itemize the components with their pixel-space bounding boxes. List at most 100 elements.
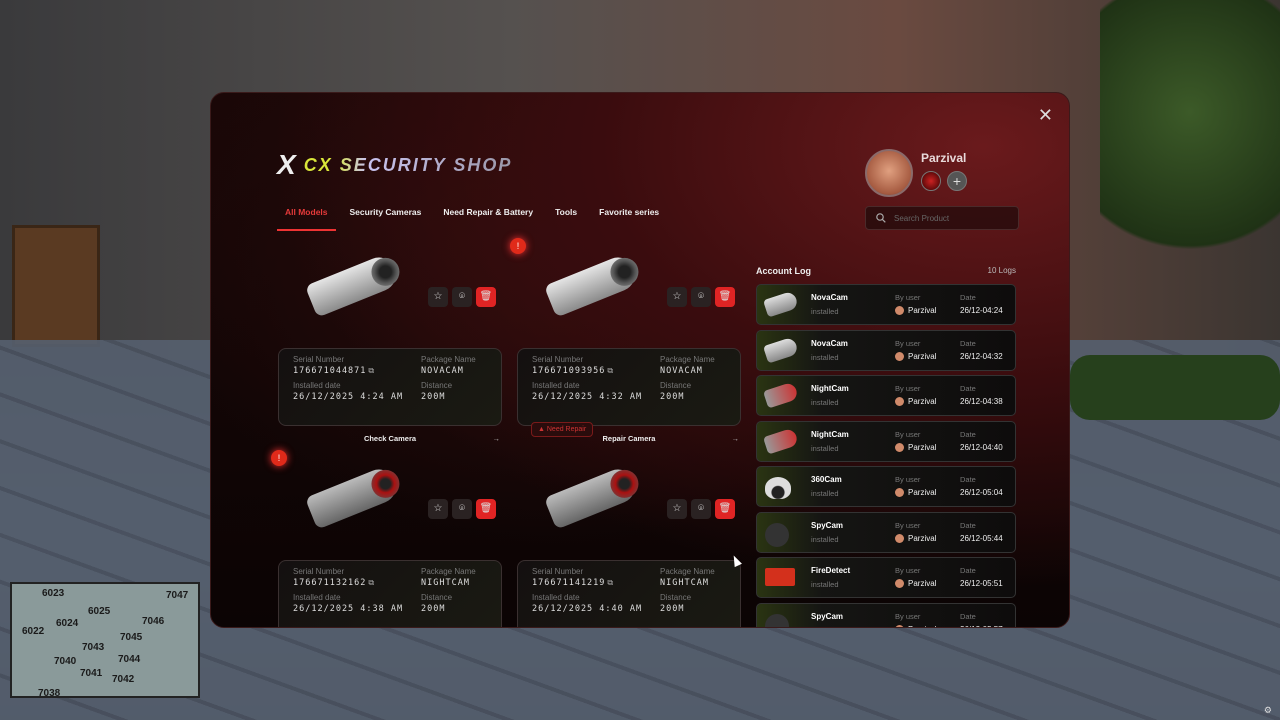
date-label: Date xyxy=(960,520,976,530)
log-row[interactable]: SpyCam installed By user Parzival Date 2… xyxy=(756,602,1016,628)
tab-tools[interactable]: Tools xyxy=(555,207,578,217)
minimap: 6023 6025 6024 6022 7047 7046 7045 7043 … xyxy=(10,582,200,698)
log-row[interactable]: NovaCam installed By user Parzival Date … xyxy=(756,284,1016,325)
map-label: 7047 xyxy=(166,590,189,601)
map-label: 6023 xyxy=(42,588,65,599)
tab-security-cameras[interactable]: Security Cameras xyxy=(349,207,422,217)
distance-value: 200M xyxy=(421,392,446,402)
log-date: 26/12-05:57 xyxy=(960,625,1003,628)
delete-trash-icon[interactable]: 🗑 xyxy=(476,499,496,519)
account-log-list[interactable]: NovaCam installed By user Parzival Date … xyxy=(756,284,1016,628)
log-user-name: Parzival xyxy=(908,442,937,452)
log-user-name: Parzival xyxy=(908,397,937,406)
watermark: ⚙ xyxy=(1263,705,1272,715)
log-row[interactable]: NovaCam installed By user Parzival Date … xyxy=(756,329,1016,371)
user-avatar-icon xyxy=(895,397,904,406)
search-icon xyxy=(876,213,886,223)
log-row[interactable]: NightCam installed By user Parzival Date… xyxy=(756,375,1016,416)
tab-need-repair-battery[interactable]: Need Repair & Battery xyxy=(443,207,534,217)
logo-mark: X xyxy=(277,149,296,180)
by-user-label: By user xyxy=(895,611,921,621)
device-name: FireDetect xyxy=(811,566,851,575)
log-date: 26/12-05:04 xyxy=(960,488,1003,497)
copy-icon[interactable]: ⧉ xyxy=(368,578,376,587)
action-label: Repair Camera xyxy=(602,434,656,443)
add-user-button[interactable]: + xyxy=(947,171,967,191)
map-label: 7041 xyxy=(80,668,103,679)
search-box xyxy=(865,206,1019,230)
copy-icon[interactable]: ⧉ xyxy=(607,366,615,375)
delete-trash-icon[interactable]: 🗑 xyxy=(476,287,496,307)
account-log-title: Account Log xyxy=(756,266,811,276)
tab-favorite-series[interactable]: Favorite series xyxy=(599,207,660,217)
location-pin-icon[interactable]: ⌾ xyxy=(691,499,711,519)
log-status: installed xyxy=(811,307,839,316)
favorite-star-icon[interactable]: ☆ xyxy=(667,287,687,307)
distance-label: Distance xyxy=(421,381,453,390)
log-date: 26/12-04:32 xyxy=(960,351,1003,361)
log-status: installed xyxy=(811,398,839,407)
log-user-name: Parzival xyxy=(908,625,936,628)
favorite-star-icon[interactable]: ☆ xyxy=(428,287,448,307)
copy-icon[interactable]: ⧉ xyxy=(607,578,615,587)
serial-number: 176671141219 xyxy=(532,578,606,588)
log-user: Parzival xyxy=(895,351,937,361)
log-row[interactable]: SpyCam installed By user Parzival Date 2… xyxy=(756,511,1016,553)
log-user-name: Parzival xyxy=(908,351,937,361)
distance-value: 200M xyxy=(660,392,685,402)
delete-trash-icon[interactable]: 🗑 xyxy=(715,287,735,307)
distance-value: 200M xyxy=(421,604,446,614)
user-avatar-icon xyxy=(895,351,904,361)
by-user-label: By user xyxy=(895,384,921,393)
camera-image xyxy=(298,246,408,331)
distance-label: Distance xyxy=(660,593,692,602)
device-name: SpyCam xyxy=(811,520,844,530)
map-label: 7044 xyxy=(118,654,141,665)
device-thumbnail xyxy=(765,568,795,586)
log-row[interactable]: FireDetect installed By user Parzival Da… xyxy=(756,557,1016,598)
log-row[interactable]: 360Cam installed By user Parzival Date 2… xyxy=(756,466,1016,507)
device-thumbnail xyxy=(763,426,799,455)
delete-trash-icon[interactable]: 🗑 xyxy=(715,499,735,519)
log-status: installed xyxy=(811,352,839,362)
log-row[interactable]: NightCam installed By user Parzival Date… xyxy=(756,420,1016,462)
distance-label: Distance xyxy=(660,381,692,390)
device-name: NovaCam xyxy=(811,338,848,348)
logo-title: CX SECURITY SHOP xyxy=(303,154,513,175)
location-pin-icon[interactable]: ⌾ xyxy=(452,499,472,519)
logo: X CX SECURITY SHOP xyxy=(277,149,512,181)
avatar[interactable] xyxy=(865,149,913,197)
account-log-header: Account Log 10 Logs xyxy=(756,266,1016,276)
installed-date: 26/12/2025 4:38 AM xyxy=(293,604,404,614)
user-avatar-icon xyxy=(895,579,904,588)
date-label: Date xyxy=(960,338,976,348)
log-user: Parzival xyxy=(895,488,936,497)
favorite-star-icon[interactable]: ☆ xyxy=(667,499,687,519)
log-status: installed xyxy=(811,626,839,628)
repair-camera-button[interactable]: Repair Camera→ xyxy=(517,434,741,448)
by-user-label: By user xyxy=(895,475,921,484)
user-avatar-icon xyxy=(895,624,904,627)
log-date: 26/12-04:40 xyxy=(960,442,1003,452)
log-user-name: Parzival xyxy=(908,488,937,497)
close-icon[interactable]: ✕ xyxy=(1037,105,1053,125)
by-user-label: By user xyxy=(895,429,921,439)
log-date: 26/12-04:38 xyxy=(960,397,1003,406)
date-label: Date xyxy=(960,566,976,575)
linked-avatar[interactable] xyxy=(921,171,941,191)
location-pin-icon[interactable]: ⌾ xyxy=(691,287,711,307)
copy-icon[interactable]: ⧉ xyxy=(368,366,376,375)
device-name: NovaCam xyxy=(811,293,848,302)
serial-label: Serial Number xyxy=(532,567,584,576)
search-input[interactable] xyxy=(894,213,1004,223)
camera-image xyxy=(537,246,647,331)
map-label: 7043 xyxy=(82,642,105,653)
log-date: 26/12-05:51 xyxy=(960,579,1003,588)
device-thumbnail xyxy=(763,290,799,318)
favorite-star-icon[interactable]: ☆ xyxy=(428,499,448,519)
map-label: 6024 xyxy=(56,618,79,629)
tab-all-models[interactable]: All Models xyxy=(277,201,336,231)
check-camera-button[interactable]: Check Camera→ xyxy=(278,434,502,448)
installed-label: Installed date xyxy=(532,381,580,390)
location-pin-icon[interactable]: ⌾ xyxy=(452,287,472,307)
